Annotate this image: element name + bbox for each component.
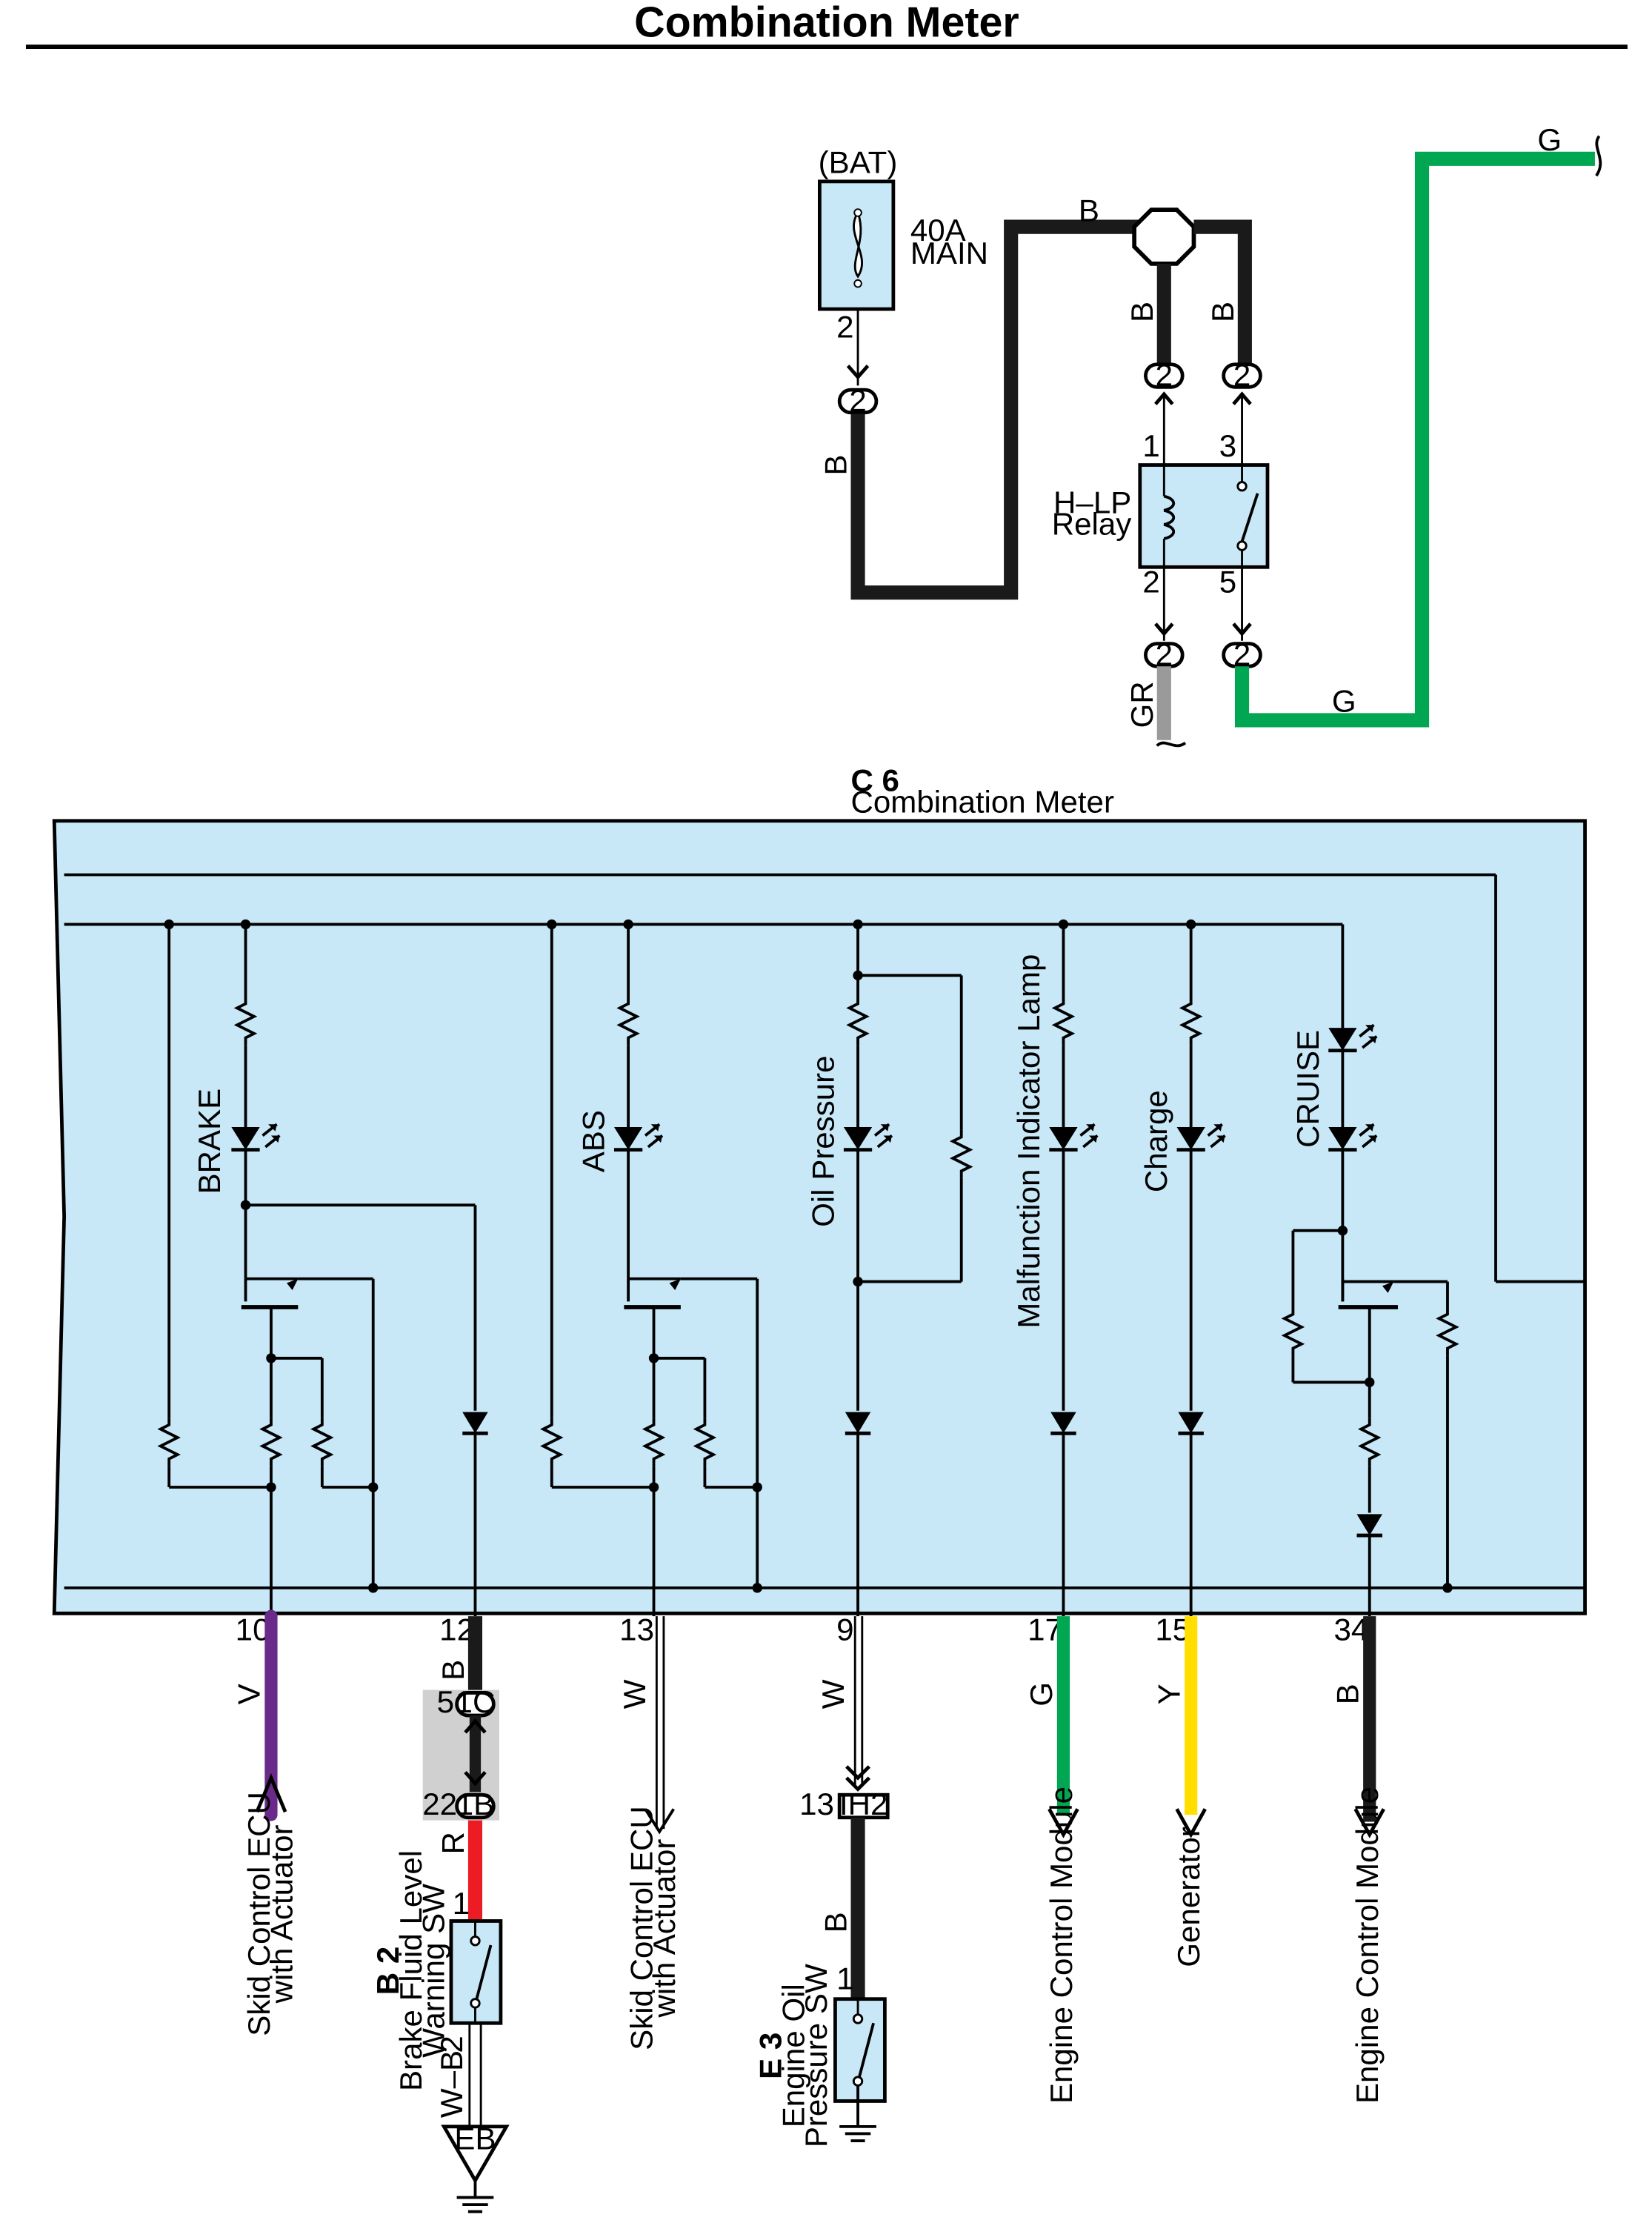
relay-connector-2-label: 2 [1233, 357, 1250, 392]
wire-label-15: Y [1151, 1684, 1186, 1704]
relay-pin-2: 2 [1142, 565, 1159, 599]
wire-gr-label: GR [1125, 681, 1159, 728]
connector-1b-label: 1B [456, 1787, 494, 1821]
dest-skid-ecu-1-line1: Skid Control ECU [242, 1792, 276, 2036]
wire-label-9: W [816, 1679, 850, 1709]
dest-skid-ecu-2-line2: with Actuator [647, 1839, 682, 2018]
wire-b-label-4: B [1205, 302, 1240, 322]
relay-label-1: H–LP [1053, 485, 1131, 520]
b2-pin-top: 1 [453, 1886, 470, 1921]
wire-b-label-2: B [1079, 193, 1099, 227]
wire-g-relay-output [1234, 151, 1595, 728]
wire-b-oil-label: B [819, 1912, 853, 1933]
relay-label-2: Relay [1052, 506, 1132, 541]
cruise-circuit: CRUISE [1283, 924, 1458, 1617]
dest-ecm-2: Engine Control Module [1350, 1787, 1385, 2104]
terminal-pin-9: 9 [836, 1612, 853, 1647]
relay-connector-3-label: 2 [1156, 637, 1173, 671]
wire-g-label-top: G [1537, 122, 1562, 157]
relay-pin-5: 5 [1219, 565, 1236, 599]
abs-circuit: ABS [542, 919, 762, 1617]
b2-name-line2: Warning SW [416, 1884, 450, 2058]
connector-ih2 [837, 1792, 890, 1820]
dest-skid-ecu-2-line1: Skid Control ECU [625, 1806, 659, 2050]
main-fuse: (BAT) 40A MAIN 2 [817, 144, 988, 344]
charge-lamp-label: Charge [1139, 1090, 1173, 1192]
ground-eb-icon [441, 2124, 510, 2213]
brake-circuit: BRAKE [159, 919, 488, 1617]
fuse-pin: 2 [836, 309, 853, 344]
e3-pin-top: 1 [836, 1961, 853, 1996]
connector-1b-pin: 22 [422, 1787, 457, 1821]
terminal-pin-17: 17 [1027, 1612, 1062, 1647]
relay-connector-1-label: 2 [1156, 357, 1173, 392]
combination-meter-box [52, 819, 1587, 1615]
relay-pin-1: 1 [1142, 428, 1159, 463]
junction-connector [1132, 207, 1196, 266]
terminal-pin-34: 34 [1333, 1612, 1368, 1647]
bat-label: (BAT) [819, 144, 898, 179]
wire-label-12: B [436, 1660, 470, 1681]
dest-ecm-1: Engine Control Module [1044, 1787, 1079, 2104]
relay-pin-3: 3 [1219, 428, 1236, 463]
wire-label-13: W [617, 1679, 652, 1709]
wire-label-34: B [1330, 1684, 1365, 1704]
connector-ih2-label: IH2 [839, 1787, 887, 1821]
cruise-lamp-label: CRUISE [1290, 1030, 1325, 1148]
dest-generator: Generator [1171, 1827, 1206, 1967]
meter-name: Combination Meter [850, 784, 1113, 819]
fuse-connector-arrow [846, 365, 870, 380]
e3-name-line2: Pressure SW [799, 1964, 833, 2147]
wire-r-label: R [436, 1832, 470, 1854]
meter-code: C 6 [850, 763, 899, 798]
fuse-connector-label: 2 [849, 383, 866, 418]
abs-lamp-label: ABS [576, 1110, 611, 1172]
ground-eb-label: EB [454, 2121, 496, 2156]
engine-oil-pressure-switch [833, 1997, 887, 2142]
connector-1c-label: 1C [456, 1684, 496, 1719]
dest-skid-ecu-1-line2: with Actuator [264, 1824, 299, 2004]
terminal-pin-10: 10 [236, 1612, 270, 1647]
wire-wb-label: W–B [434, 2050, 469, 2118]
wire-g-label-bottom: G [1332, 683, 1356, 718]
wire-label-10: V [232, 1684, 267, 1704]
wire-b-label-1: B [819, 455, 853, 476]
mil-lamp-label: Malfunction Indicator Lamp [1011, 954, 1046, 1329]
oil-lamp-label: Oil Pressure [806, 1055, 841, 1227]
relay-connector-4-label: 2 [1233, 637, 1250, 671]
wire-b-label-3: B [1125, 302, 1159, 322]
b2-code: B 2 [370, 1947, 405, 1995]
connector-1c-pin: 5 [437, 1684, 454, 1719]
hlp-relay: H–LP Relay [1052, 463, 1270, 569]
b2-name-line1: Brake Fluid Level [393, 1850, 428, 2091]
page-title: Combination Meter [634, 0, 1019, 47]
e3-name-line1: Engine Oil [776, 1984, 810, 2127]
oil-pressure-circuit: Oil Pressure [806, 919, 972, 1617]
mil-circuit: Malfunction Indicator Lamp [1011, 919, 1097, 1617]
e3-code: E 3 [753, 2033, 788, 2079]
brake-lamp-label: BRAKE [192, 1089, 227, 1194]
terminal-pin-13: 13 [619, 1612, 654, 1647]
fuse-name-label: MAIN [910, 236, 988, 270]
brake-fluid-level-switch [449, 1919, 503, 2025]
charge-circuit: Charge [1139, 919, 1225, 1617]
wire-b-main [850, 219, 1143, 600]
wire-b-junction-right [1193, 219, 1252, 365]
b2-pin-bottom: 2 [434, 2036, 469, 2053]
connector-ih2-pin: 13 [799, 1787, 834, 1821]
terminal-pin-15: 15 [1155, 1612, 1190, 1647]
wire-label-17: G [1024, 1682, 1059, 1707]
fuse-amp-label: 40A [910, 213, 966, 247]
